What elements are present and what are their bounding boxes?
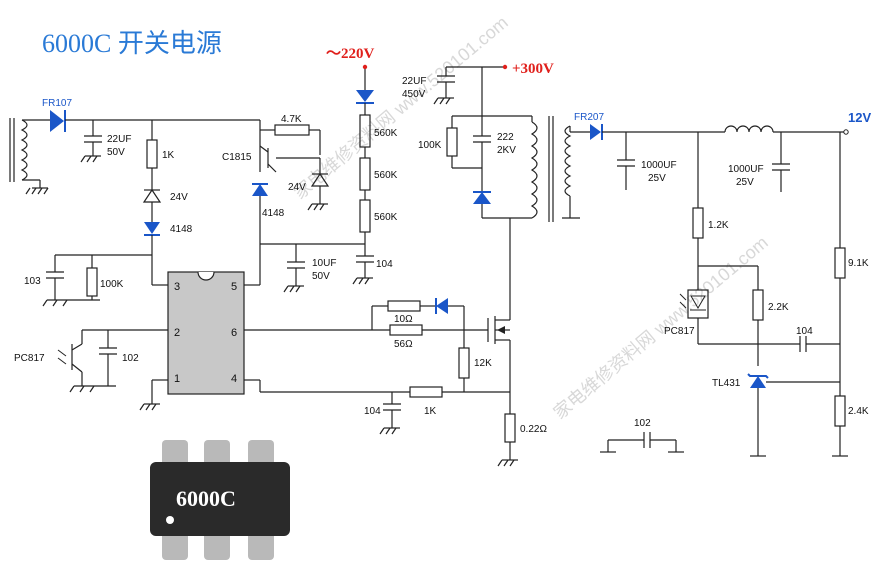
ic-pin-3: 3 bbox=[174, 281, 180, 293]
page-title: 6000C 开关电源 bbox=[42, 29, 222, 58]
label-2-2k: 2.2K bbox=[768, 302, 789, 313]
label-1000uf-a: 1000UF bbox=[641, 160, 677, 171]
zener-24v-right: 24V bbox=[288, 158, 330, 211]
label-10uf-50v: 50V bbox=[312, 271, 330, 282]
label-c1815: C1815 bbox=[222, 152, 252, 163]
label-9-1k: 9.1K bbox=[848, 258, 869, 269]
current-sense: 104 1K 0.22Ω bbox=[244, 379, 547, 467]
label-12k: 12K bbox=[474, 358, 492, 369]
mosfet bbox=[487, 218, 511, 414]
label-104-right: 104 bbox=[376, 259, 393, 270]
label-1000uf-a-25v: 25V bbox=[648, 173, 666, 184]
label-4-7k: 4.7K bbox=[281, 114, 302, 125]
label-450v: 450V bbox=[402, 89, 426, 100]
label-1k-bottom: 1K bbox=[424, 406, 437, 417]
label-0-22-ohm: 0.22Ω bbox=[520, 424, 547, 435]
diode-fr107: FR107 bbox=[42, 98, 260, 132]
label-24v-left: 24V bbox=[170, 192, 188, 203]
label-300v: +300V bbox=[512, 61, 554, 77]
label-104-fb: 104 bbox=[796, 326, 813, 337]
gate-drive: 10Ω 56Ω 12K bbox=[244, 298, 492, 392]
snubber: 100K 222 2KV bbox=[418, 115, 532, 219]
label-24v-right: 24V bbox=[288, 182, 306, 193]
label-10uf: 10UF bbox=[312, 258, 336, 269]
aux-transformer bbox=[9, 118, 50, 195]
pin3-filter: 103 100K bbox=[24, 254, 152, 307]
label-102-legend: 102 bbox=[634, 418, 651, 429]
label-pc817-left: PC817 bbox=[14, 353, 45, 364]
label-4148-mid: 4148 bbox=[262, 208, 285, 219]
ic-pin-4: 4 bbox=[231, 373, 237, 385]
ic-pin-2: 2 bbox=[174, 327, 180, 339]
label-2kv: 2KV bbox=[497, 145, 516, 156]
optocoupler-left: PC817 102 bbox=[14, 329, 168, 393]
label-1000uf-b-25v: 25V bbox=[736, 177, 754, 188]
label-560k-3: 560K bbox=[374, 212, 398, 223]
label-22uf-450: 22UF bbox=[402, 76, 426, 87]
label-10-ohm: 10Ω bbox=[394, 314, 413, 325]
label-560k-2: 560K bbox=[374, 170, 398, 181]
output-rectifier: FR207 1000UF 25V 12V 1000UF 25V bbox=[574, 110, 871, 192]
label-1-2k: 1.2K bbox=[708, 220, 729, 231]
cap-10uf: 10UF 50V bbox=[283, 244, 336, 293]
label-22uf: 22UF bbox=[107, 134, 131, 145]
label-220v: ～220V bbox=[326, 46, 375, 62]
label-103: 103 bbox=[24, 276, 41, 287]
label-pc817-right: PC817 bbox=[664, 326, 695, 337]
label-4148-left: 4148 bbox=[170, 224, 193, 235]
label-12v: 12V bbox=[848, 110, 871, 125]
dc-bus: +300V 22UF 450V bbox=[402, 61, 554, 116]
label-100k-snubber: 100K bbox=[418, 140, 442, 151]
label-1k-top: 1K bbox=[162, 150, 175, 161]
ac-input-chain: ～220V 560K 560K 560K 104 bbox=[326, 46, 398, 285]
watermark-text-2: 家电维修资料网 www.520101.com bbox=[550, 232, 772, 423]
transistor-c1815: C1815 4.7K 4148 bbox=[222, 114, 365, 286]
label-50v: 50V bbox=[107, 147, 125, 158]
feedback-network: 1.2K 2.2K PC817 104 TL431 9.1K 2.4K bbox=[664, 132, 869, 457]
chip-photo: 6000C bbox=[150, 440, 290, 560]
ic-6000c: 3 2 1 5 6 4 bbox=[139, 271, 245, 411]
label-2-4k: 2.4K bbox=[848, 406, 869, 417]
label-fr107: FR107 bbox=[42, 98, 72, 109]
label-56-ohm: 56Ω bbox=[394, 339, 413, 350]
ic-pin-6: 6 bbox=[231, 327, 237, 339]
label-1000uf-b: 1000UF bbox=[728, 164, 764, 175]
ic-pin-1: 1 bbox=[174, 373, 180, 385]
cap-22uf-50v: 22UF 50V bbox=[80, 120, 131, 163]
ic-pin-5: 5 bbox=[231, 281, 237, 293]
label-104-bottom: 104 bbox=[364, 406, 381, 417]
startup-chain: 1K 24V 4148 bbox=[142, 120, 193, 286]
label-222: 222 bbox=[497, 132, 514, 143]
label-tl431: TL431 bbox=[712, 378, 741, 389]
chip-marking: 6000C bbox=[176, 486, 236, 511]
label-560k-1: 560K bbox=[374, 128, 398, 139]
main-transformer bbox=[530, 116, 590, 222]
cap-102-legend: 102 bbox=[600, 418, 684, 453]
label-102-left: 102 bbox=[122, 353, 139, 364]
label-fr207: FR207 bbox=[574, 112, 604, 123]
label-100k-left: 100K bbox=[100, 279, 124, 290]
